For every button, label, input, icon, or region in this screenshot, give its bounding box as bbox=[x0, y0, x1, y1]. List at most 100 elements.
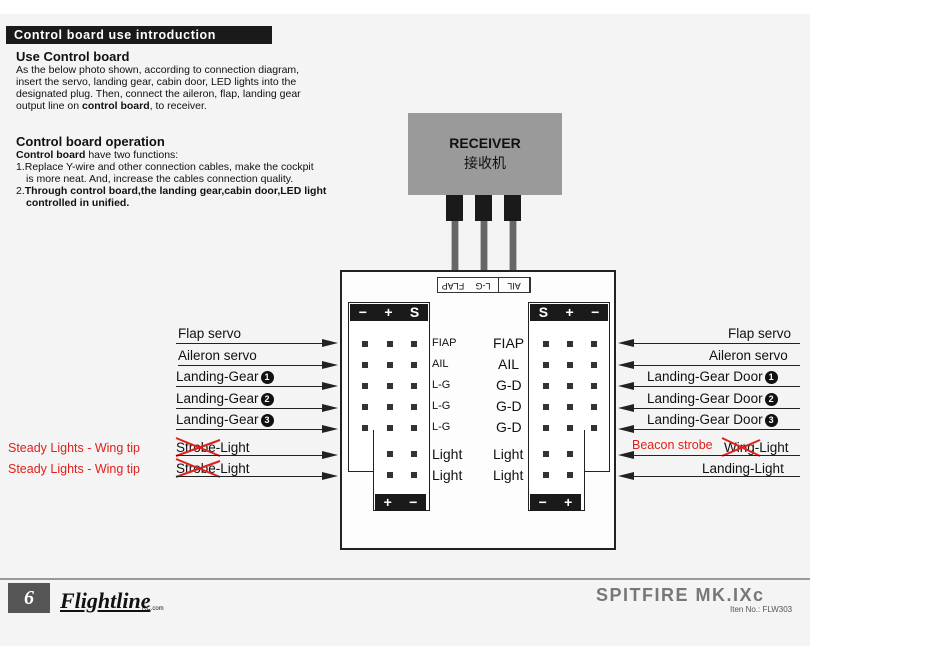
right-connection-label: Flap servo bbox=[728, 326, 792, 341]
pin bbox=[387, 383, 393, 389]
struck-text: Strobe bbox=[175, 458, 221, 478]
pin bbox=[567, 472, 573, 478]
number-badge-icon: 1 bbox=[764, 371, 778, 384]
left-port-label: L-G bbox=[432, 400, 451, 412]
right-bottom-bar: −+ bbox=[530, 494, 581, 511]
left-port-label: Light bbox=[432, 467, 463, 483]
annotation-note: Steady Lights - Wing tip bbox=[8, 441, 141, 455]
pin bbox=[362, 362, 368, 368]
wire-line bbox=[178, 365, 322, 366]
pin bbox=[567, 362, 573, 368]
left-port-label: FIAP bbox=[432, 337, 457, 349]
page-number: 6 bbox=[8, 583, 50, 613]
pin bbox=[567, 451, 573, 457]
pin bbox=[567, 341, 573, 347]
pin bbox=[567, 383, 573, 389]
arrow-left-icon bbox=[618, 404, 634, 412]
receiver-label-cn: 接收机 bbox=[464, 155, 506, 171]
number-badge-icon: 3 bbox=[260, 414, 274, 427]
pin bbox=[411, 472, 417, 478]
annotation-note: Beacon strobe bbox=[632, 438, 713, 452]
pin bbox=[543, 404, 549, 410]
number-badge-icon: 2 bbox=[764, 393, 778, 406]
right-port-label: Light bbox=[493, 467, 524, 483]
left-connection-label: Aileron servo bbox=[178, 348, 257, 363]
arrow-right-icon bbox=[322, 361, 338, 369]
strikeout-mark-icon bbox=[175, 437, 221, 457]
left-connection-label: Strobe-Light bbox=[175, 437, 250, 457]
right-port-label: G-D bbox=[496, 377, 522, 393]
left-connection-label: Flap servo bbox=[178, 326, 242, 341]
arrow-right-icon bbox=[322, 472, 338, 480]
cable bbox=[480, 221, 488, 275]
pin bbox=[543, 451, 549, 457]
item-number: Iten No.: FLW303 bbox=[730, 605, 793, 614]
pin bbox=[591, 341, 597, 347]
pin bbox=[543, 341, 549, 347]
wire-line bbox=[634, 429, 800, 430]
pin bbox=[591, 383, 597, 389]
receiver-plug bbox=[504, 195, 521, 221]
arrow-left-icon bbox=[618, 451, 634, 459]
arrow-right-icon bbox=[322, 382, 338, 390]
pin bbox=[362, 404, 368, 410]
number-badge-icon: 1 bbox=[260, 371, 274, 384]
operation-heading: Control board operation bbox=[16, 134, 165, 149]
wire-line bbox=[176, 386, 322, 387]
wire-line bbox=[176, 343, 322, 344]
right-port-label: G-D bbox=[496, 398, 522, 414]
left-connection-label: Strobe-Light bbox=[175, 458, 250, 478]
use-line-2: insert the servo, landing gear, cabin do… bbox=[16, 76, 297, 88]
pin bbox=[543, 425, 549, 431]
right-port-label: Light bbox=[493, 446, 524, 462]
pin bbox=[362, 341, 368, 347]
right-top-bar: S+− bbox=[530, 304, 608, 321]
pin bbox=[411, 451, 417, 457]
wire-line bbox=[176, 476, 322, 477]
strikeout-mark-icon bbox=[721, 437, 761, 457]
use-line-4: output line on control board, to receive… bbox=[16, 100, 207, 112]
struck-text: Wing bbox=[721, 437, 761, 457]
arrow-left-icon bbox=[618, 361, 634, 369]
operation-item-1b: is more neat. And, increase the cables c… bbox=[26, 173, 294, 185]
pin bbox=[387, 404, 393, 410]
pin bbox=[567, 404, 573, 410]
right-port-label: G-D bbox=[496, 419, 522, 435]
left-port-label: AIL bbox=[432, 358, 449, 370]
pin bbox=[411, 362, 417, 368]
arrow-right-icon bbox=[322, 339, 338, 347]
pin bbox=[362, 383, 368, 389]
receiver-plug bbox=[446, 195, 463, 221]
left-top-bar: −+S bbox=[350, 304, 428, 321]
left-port-label: L-G bbox=[432, 421, 451, 433]
receiver-box: RECEIVER 接收机 bbox=[408, 113, 562, 195]
pin bbox=[362, 425, 368, 431]
number-badge-icon: 2 bbox=[260, 393, 274, 406]
pin bbox=[591, 404, 597, 410]
wire-line bbox=[634, 408, 800, 409]
pin bbox=[543, 472, 549, 478]
pin bbox=[591, 425, 597, 431]
strikeout-mark-icon bbox=[175, 458, 221, 478]
plug-label: L-G bbox=[468, 278, 499, 292]
pin bbox=[543, 362, 549, 368]
number-badge-icon: 3 bbox=[764, 414, 778, 427]
operation-item-1a: 1.Replace Y-wire and other connection ca… bbox=[16, 161, 314, 173]
wire-line bbox=[634, 386, 800, 387]
use-line-1: As the below photo shown, according to c… bbox=[16, 64, 300, 76]
board-input-plugs: FLAP L-G AIL bbox=[437, 277, 531, 293]
plug-label: AIL bbox=[499, 278, 530, 292]
pin bbox=[591, 362, 597, 368]
cable bbox=[451, 221, 459, 275]
right-connection-label: Wing-Light bbox=[721, 437, 789, 457]
right-connection-label: Landing-Light bbox=[702, 461, 784, 476]
right-connection-label: Aileron servo bbox=[709, 348, 788, 363]
wire-line bbox=[634, 343, 800, 344]
pin bbox=[411, 404, 417, 410]
footer-rule bbox=[0, 578, 810, 580]
struck-text: Strobe bbox=[175, 437, 221, 457]
